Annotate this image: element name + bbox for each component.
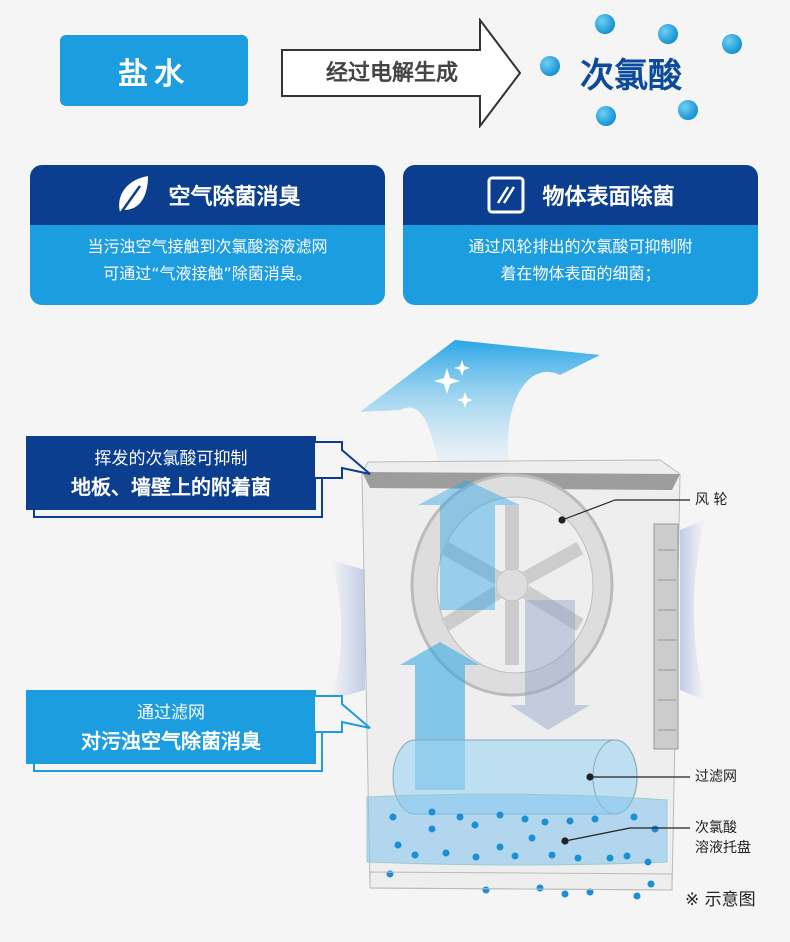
solution-tray [366,793,668,866]
card-title: 物体表面除菌 [542,185,675,210]
air-down-arrow [510,600,590,730]
salt-water-box: 盐水 [60,35,248,106]
air-outflow-arrow [360,340,600,470]
callout-surface-sterilization: 挥发的次氯酸可抑制地板、墙壁上的附着菌 [26,436,371,518]
fan-wheel [410,473,614,697]
illustration-note: ※ 示意图 [685,890,756,910]
hypochlorous-acid-label: 次氯酸 [580,56,682,96]
label-tray-line2: 溶液托盘 [695,840,751,856]
hocl-particles [386,808,659,900]
callout-pointer [314,441,371,479]
callout-pointer [314,695,371,733]
card-surface-sterilization: 物体表面除菌 通过风轮排出的次氯酸可抑制附着在物体表面的细菌； [403,165,758,305]
label-tray-line1: 次氯酸 [695,820,737,836]
sparkle-icon [434,360,473,408]
callout-line: 通过滤网 [137,703,205,723]
air-up-arrow-top [418,480,520,610]
process-label: 经过电解生成 [325,61,458,86]
purifier-diagram [330,340,705,900]
label-fan: 风 轮 [695,492,728,508]
surface-icon [487,176,525,214]
leaf-icon [119,176,149,215]
callout-headline: 地板、墙壁上的附着菌 [71,475,271,499]
card-text: 通过风轮排出的次氯酸可抑制附 [468,237,693,256]
card-title: 空气除菌消臭 [168,185,301,210]
label-filter: 过滤网 [695,769,737,785]
process-arrow-icon [281,18,522,128]
callout-air-sterilization: 通过滤网对污浊空气除菌消臭 [26,690,371,772]
callout-line: 挥发的次氯酸可抑制 [94,449,248,469]
card-text: 可通过“气液接触”除菌消臭。 [103,264,312,283]
callout-headline: 对污浊空气除菌消臭 [81,729,261,753]
card-text: 当污浊空气接触到次氯酸溶液滤网 [87,237,328,256]
card-air-sterilization: 空气除菌消臭 当污浊空气接触到次氯酸溶液滤网可通过“气液接触”除菌消臭。 [30,165,385,305]
card-text: 着在物体表面的细菌； [500,264,661,283]
